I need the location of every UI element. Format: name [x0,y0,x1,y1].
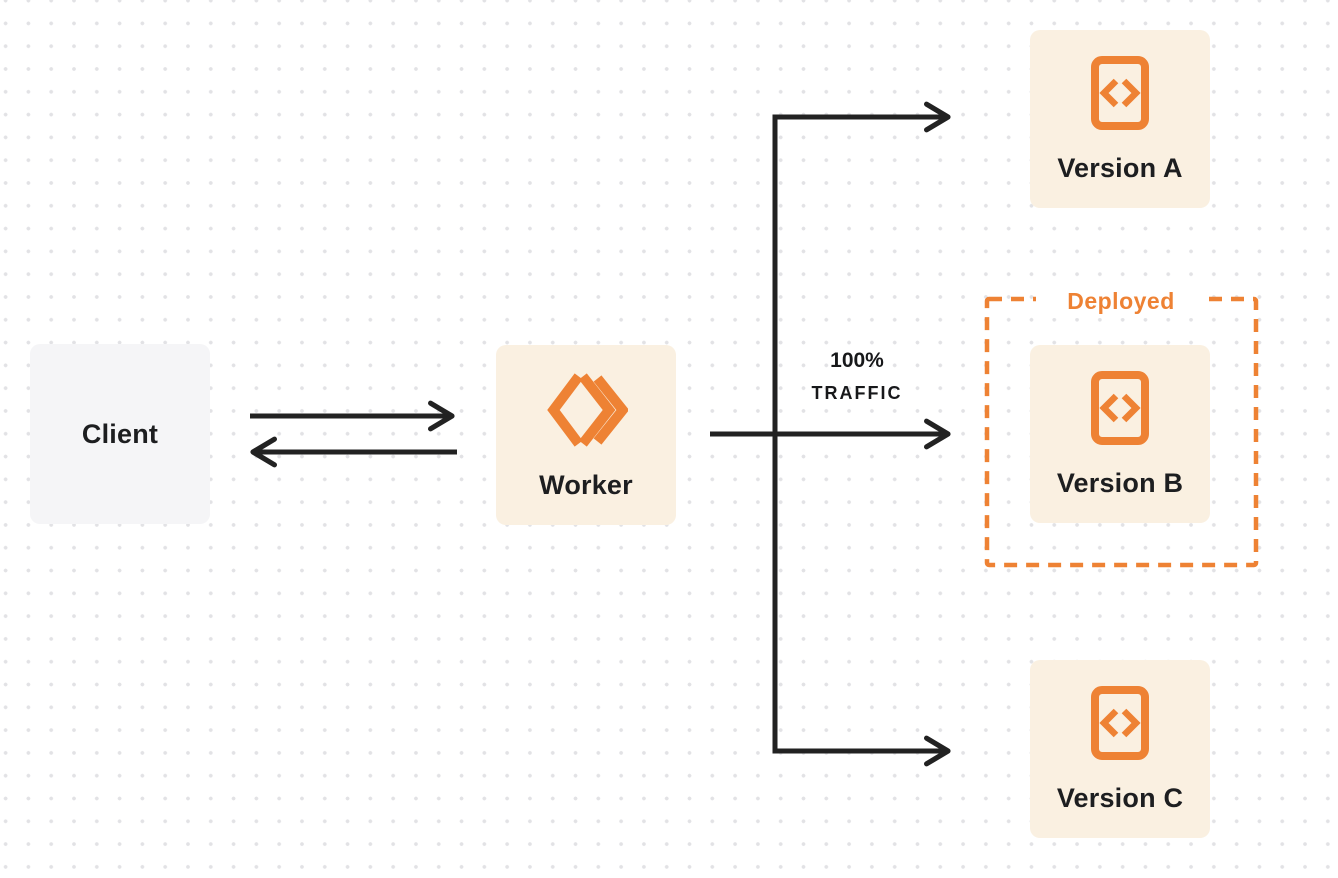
worker-label: Worker [539,470,633,500]
client-label: Client [81,418,159,449]
traffic-percent: 100% [830,349,884,372]
deployed-badge: Deployed [1036,285,1206,318]
workers-logo-icon [544,369,630,451]
code-icon [1090,55,1150,131]
node-version-c: Version C [1030,660,1210,838]
branch-connector [772,101,951,767]
version-a-label: Version A [1057,152,1183,183]
node-version-a: Version A [1030,30,1210,208]
version-b-label: Version B [1056,467,1184,498]
code-icon [1090,685,1150,761]
node-version-b: Version B [1030,345,1210,523]
traffic-word: TRAFFIC [811,383,903,403]
code-icon [1090,370,1150,446]
node-client: Client [30,344,210,524]
node-worker: Worker [496,345,676,525]
traffic-label: 100% TRAFFIC [777,350,937,404]
version-c-label: Version C [1056,782,1184,813]
